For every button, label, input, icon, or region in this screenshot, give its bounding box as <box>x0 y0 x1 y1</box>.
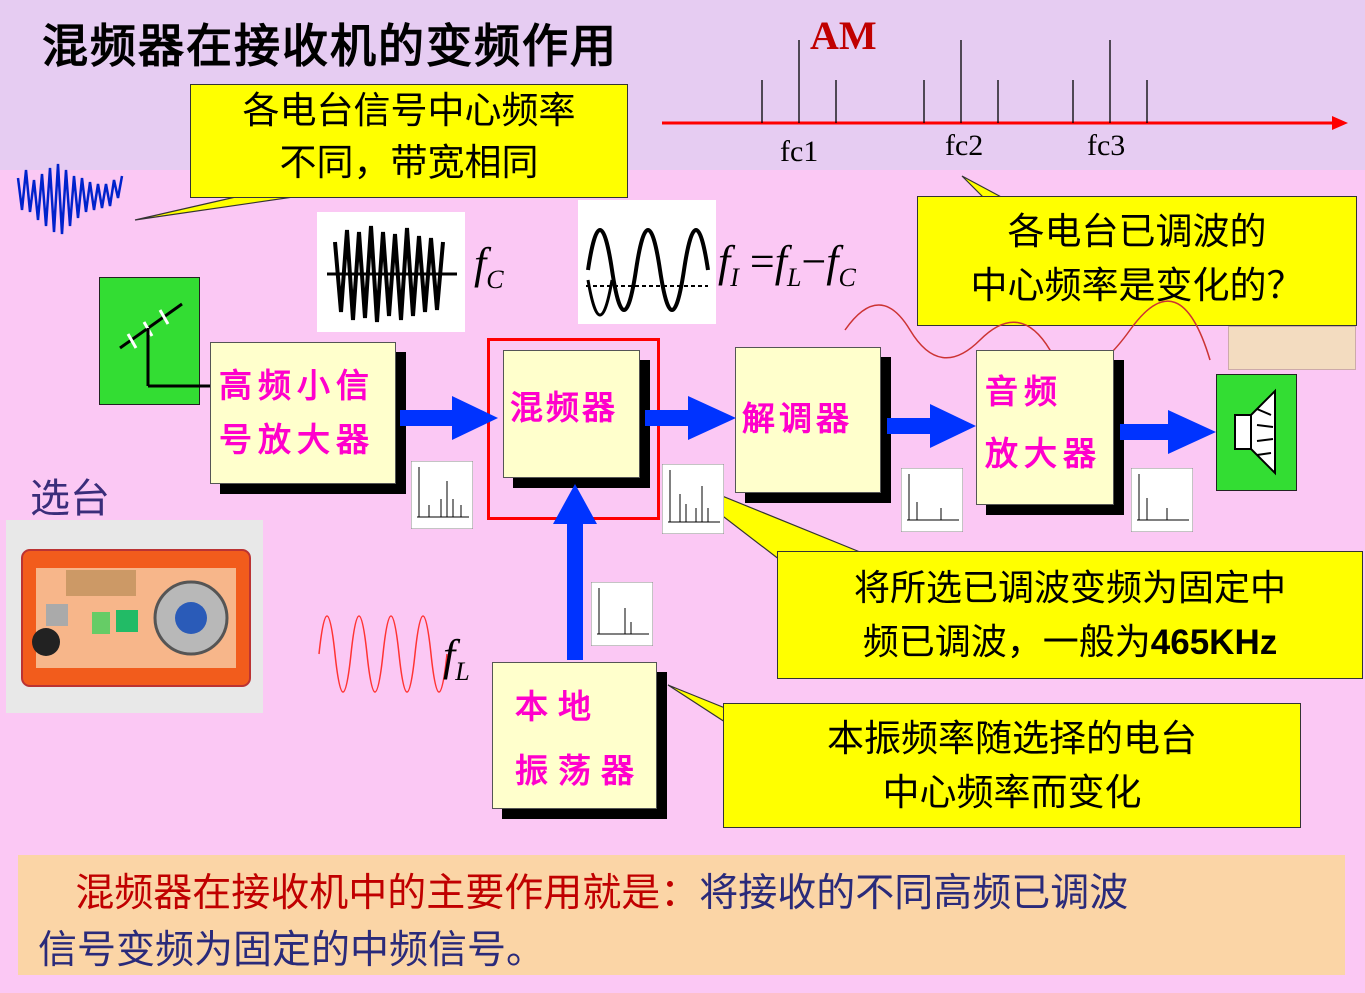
summary-text1: 将接收的不同高频已调波 <box>699 871 1129 916</box>
spectrum-rf-output <box>411 461 473 529</box>
summary-box: 混频器在接收机中的主要作用就是：将接收的不同高频已调波 信号变频为固定的中频信号… <box>18 855 1345 975</box>
audio-amplifier-block: 音频 放大器 <box>976 350 1114 505</box>
local-oscillator-line1: 本地 <box>515 687 601 726</box>
carrier-symbol: f <box>826 237 839 286</box>
if-formula: fI =fL−fC <box>718 236 856 293</box>
if-waveform <box>578 200 716 324</box>
tuning-label: 选台 <box>30 476 110 522</box>
carrier-subscript: C <box>838 262 856 292</box>
rf-waveform <box>317 212 465 332</box>
callout-station-frequency: 各电台信号中心频率 不同，带宽相同 <box>190 84 628 198</box>
summary-line2: 信号变频为固定的中频信号。 <box>38 928 546 973</box>
spectrum-audio-output <box>1131 468 1193 532</box>
if-minus: − <box>801 237 827 286</box>
spectrum-lo-output <box>591 582 653 646</box>
callout-b-line2: 中心频率是变化的？ <box>970 264 1304 307</box>
if-subscript: I <box>730 262 739 292</box>
if-equals: = <box>738 237 775 286</box>
antenna-lead <box>196 384 212 388</box>
summary-line1: 混频器在接收机中的主要作用就是：将接收的不同高频已调波 <box>38 865 1325 922</box>
radio-photo <box>6 520 263 713</box>
callout-local-oscillator: 本振频率随选择的电台 中心频率而变化 <box>723 703 1301 828</box>
antenna-box <box>99 277 200 405</box>
rf-amplifier-line2: 号放大器 <box>219 420 375 459</box>
am-label: AM <box>810 13 877 58</box>
spectrum-demod-output <box>901 468 963 532</box>
fc2-label: fc2 <box>945 129 984 162</box>
am-spectrum <box>662 40 1348 130</box>
if-symbol: f <box>718 237 731 286</box>
rf-amplifier-line1: 高频小信 <box>219 366 375 405</box>
fc1-label: fc1 <box>780 135 819 168</box>
callout-a-line2: 不同，带宽相同 <box>279 141 539 184</box>
lo-symbol: f <box>774 237 787 286</box>
fl-symbol: f <box>443 631 456 680</box>
fc-symbol: f <box>474 239 487 288</box>
mixer-block: 混频器 <box>503 350 640 478</box>
oscillator-wave-icon <box>318 615 448 693</box>
speaker-box <box>1216 374 1297 491</box>
local-oscillator-line2: 振荡器 <box>515 751 644 790</box>
lo-subscript: L <box>786 262 802 292</box>
rf-amplifier-block: 高频小信 号放大器 <box>210 342 396 484</box>
decorative-wave <box>844 300 1211 372</box>
callout-c-line2-text: 频已调波，一般为 <box>862 622 1151 663</box>
callout-center-frequency: 各电台已调波的 中心频率是变化的？ <box>917 196 1357 326</box>
speaker-icon <box>1234 388 1276 476</box>
summary-highlight: 混频器在接收机中的主要作用就是： <box>75 871 700 916</box>
audio-amplifier-line2: 放大器 <box>985 434 1102 473</box>
radio-illustration <box>21 549 251 687</box>
spectrum-mixer-output <box>662 464 724 534</box>
fl-formula: fL <box>443 630 470 687</box>
callout-c-line1: 将所选已调波变频为固定中 <box>853 568 1286 609</box>
callout-b-line1: 各电台已调波的 <box>1007 210 1267 253</box>
if-frequency-value: 465KHz <box>1150 623 1278 662</box>
callout-if-conversion: 将所选已调波变频为固定中 频已调波，一般为465KHz <box>777 551 1363 679</box>
demodulator-block: 解调器 <box>735 347 881 493</box>
callout-c-line2: 频已调波，一般为465KHz <box>778 616 1362 670</box>
callout-d-line2: 中心频率而变化 <box>882 771 1142 814</box>
fc-formula: fC <box>474 238 504 295</box>
callout-a-line1: 各电台信号中心频率 <box>242 89 576 132</box>
antenna-icon <box>119 302 199 388</box>
callout-d-line1: 本振频率随选择的电台 <box>827 717 1197 760</box>
fl-subscript: L <box>455 656 470 686</box>
page-title: 混频器在接收机的变频作用 <box>42 19 618 73</box>
audio-amplifier-line1: 音频 <box>985 372 1063 411</box>
fc3-label: fc3 <box>1087 129 1126 162</box>
modulated-wave-icon <box>16 163 124 235</box>
fc-subscript: C <box>486 264 504 294</box>
listener-image <box>1228 326 1356 370</box>
local-oscillator-block: 本地 振荡器 <box>492 662 657 809</box>
